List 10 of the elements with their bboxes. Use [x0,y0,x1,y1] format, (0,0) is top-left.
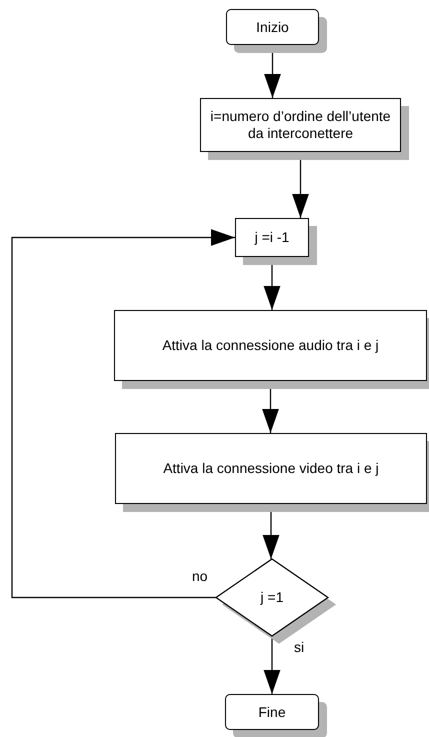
node-text: j =i -1 [254,229,290,246]
node-text: Attiva la connessione video tra i e j [163,460,379,477]
arrow [11,229,235,598]
node-text: Inizio [256,18,289,36]
edge-label: si [292,640,306,654]
arrow [264,636,280,694]
node-text: Attiva la connessione audio tra i e j [162,337,379,354]
node-text: j =1 [260,589,284,606]
node-text: Fine [258,704,286,720]
node-text: i=numero d’ordine dell’utente da interconettere [209,108,392,142]
